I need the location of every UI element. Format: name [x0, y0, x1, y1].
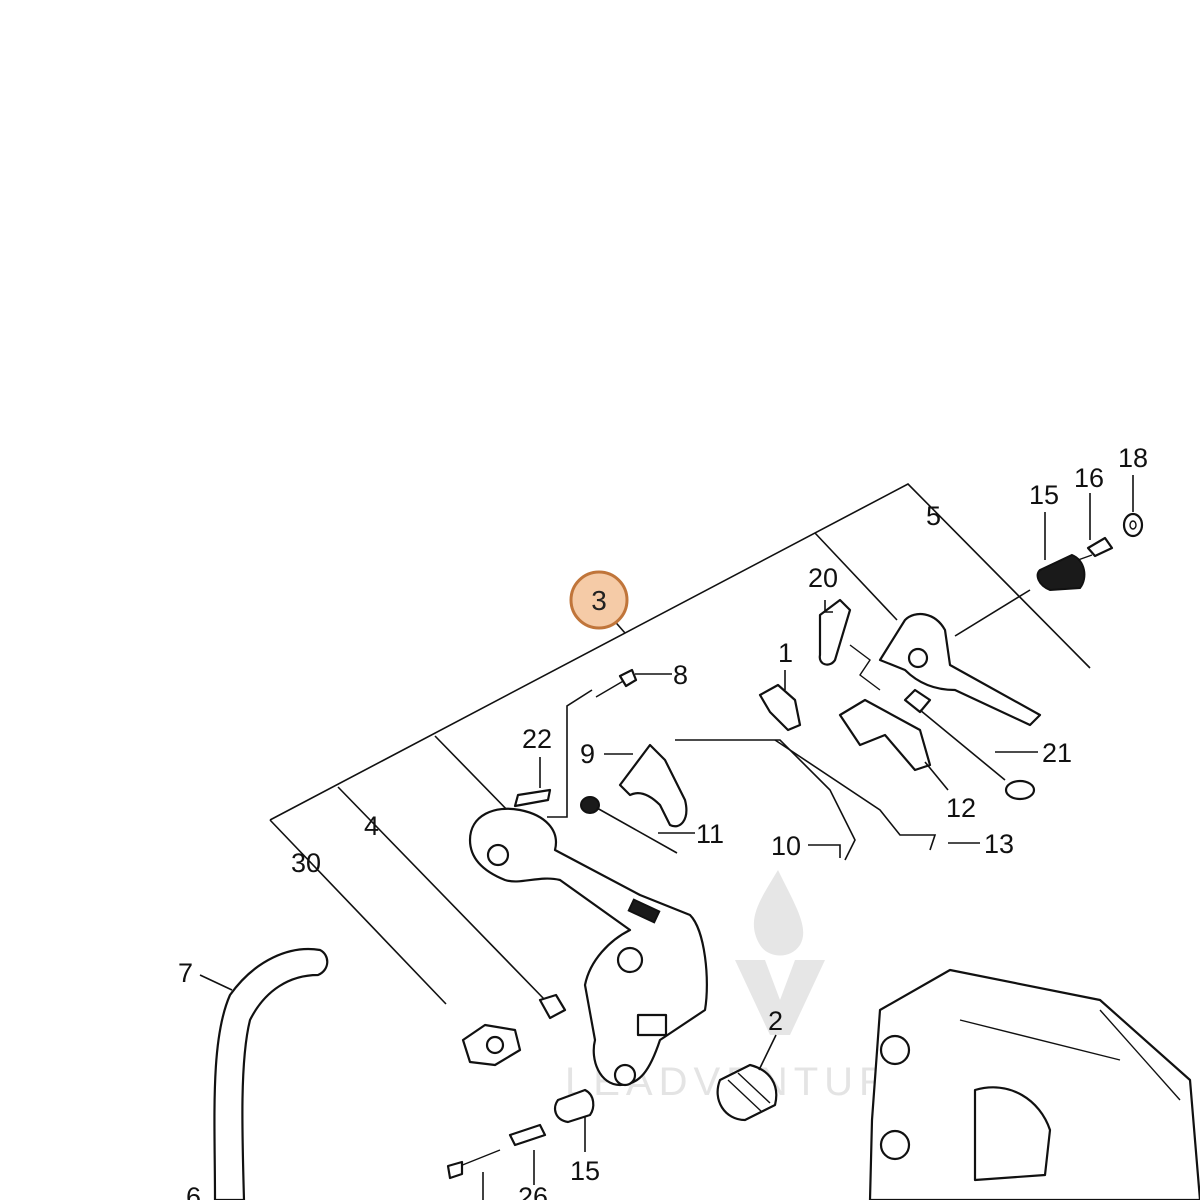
callout-26: 26: [518, 1182, 548, 1200]
callout-22: 22: [522, 724, 552, 754]
callout-9: 9: [580, 739, 595, 769]
part-pin-26: [508, 1123, 547, 1147]
callout-13: 13: [984, 829, 1014, 859]
callout-30: 30: [291, 848, 321, 878]
highlight-circle[interactable]: [569, 570, 629, 630]
part-rod-10: [675, 739, 856, 861]
part-throttle-handle: [468, 807, 708, 1087]
part-spring-20: [818, 598, 881, 691]
callout-16: 16: [1074, 463, 1104, 493]
part-lever-housing: [878, 612, 1042, 727]
part-plug: [554, 1088, 595, 1124]
callout-3[interactable]: 3: [591, 585, 607, 616]
part-washer-18: [1122, 512, 1144, 538]
part-lever-12: [838, 698, 932, 772]
part-tab-22: [513, 788, 552, 808]
callout-15-top: 15: [1029, 480, 1059, 510]
part-screw-8: [595, 668, 638, 698]
part-crankcase: [868, 968, 1200, 1200]
part-bushing-15: [1036, 553, 1093, 592]
part-bracket-30: [461, 1023, 522, 1067]
part-wire-21: [903, 688, 1036, 801]
callout-20: 20: [808, 563, 838, 593]
callout-8: 8: [673, 660, 688, 690]
callout-2: 2: [768, 1006, 783, 1036]
highlighted-callout-3[interactable]: 3: [569, 570, 629, 630]
callout-10: 10: [771, 831, 801, 861]
callout-6: 6: [186, 1182, 201, 1200]
callout-5: 5: [926, 501, 941, 531]
part-boot: [716, 1063, 778, 1122]
callout-12: 12: [946, 793, 976, 823]
watermark-flame-icon: [753, 870, 804, 956]
callout-18: 18: [1118, 443, 1148, 473]
callout-4: 4: [364, 811, 379, 841]
callout-labels: 18 16 15 5 20 1 8 22 9 21 12 4 11 10 13 …: [178, 443, 1148, 1200]
part-handlebar: [213, 948, 329, 1200]
callout-1: 1: [778, 638, 793, 668]
part-spring-11: [580, 796, 678, 854]
part-pin-4: [538, 993, 567, 1020]
part-bolt-16: [1086, 536, 1114, 558]
part-trigger-9: [618, 743, 688, 828]
leader-lines: [199, 475, 1134, 1200]
part-lever-1: [758, 683, 802, 732]
callout-7: 7: [178, 958, 193, 988]
watermark-v-icon: [735, 960, 825, 1035]
part-rod-13: [774, 739, 937, 851]
callout-11: 11: [696, 819, 724, 849]
callout-15-bottom: 15: [570, 1156, 600, 1186]
part-screw-6: [446, 1149, 501, 1180]
callout-21: 21: [1042, 738, 1072, 768]
